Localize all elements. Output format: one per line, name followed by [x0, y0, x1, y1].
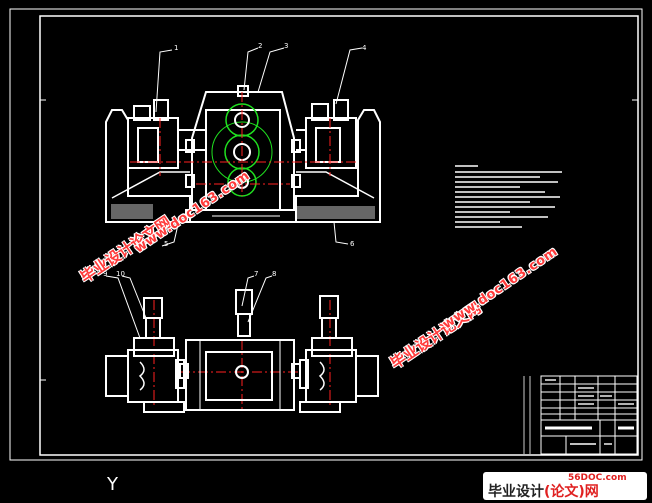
balloon-5: 5 [164, 240, 168, 248]
balloon-1: 1 [174, 44, 178, 52]
leader-lines [105, 47, 363, 339]
site-logo [483, 472, 647, 500]
balloon-9: 9 [103, 270, 107, 278]
title-block [523, 375, 638, 455]
frame-marks [40, 99, 638, 381]
front-view [105, 85, 381, 223]
centerlines [130, 92, 356, 410]
balloon-labels: 1 2 3 4 5 6 7 8 9 10 [103, 42, 367, 278]
site-logo-text: 毕业设计(论文)网 [488, 481, 599, 501]
outer-border [9, 8, 643, 461]
site-logo-text-red: (论文)网 [544, 484, 599, 500]
balloon-10: 10 [116, 270, 125, 278]
balloon-3: 3 [284, 42, 288, 50]
top-view [105, 289, 379, 413]
balloon-8: 8 [272, 270, 276, 278]
site-logo-text-black: 毕业设计 [488, 484, 544, 500]
balloon-6: 6 [350, 240, 355, 248]
site-logo-small-text: 56DOC.com [568, 473, 627, 483]
inner-border [39, 15, 639, 456]
balloon-2: 2 [258, 42, 262, 50]
title-block-text [545, 379, 634, 445]
view-axis-label: Y [107, 474, 118, 495]
balloon-4: 4 [362, 44, 367, 52]
balloon-7: 7 [254, 270, 258, 278]
technical-notes [455, 165, 562, 228]
